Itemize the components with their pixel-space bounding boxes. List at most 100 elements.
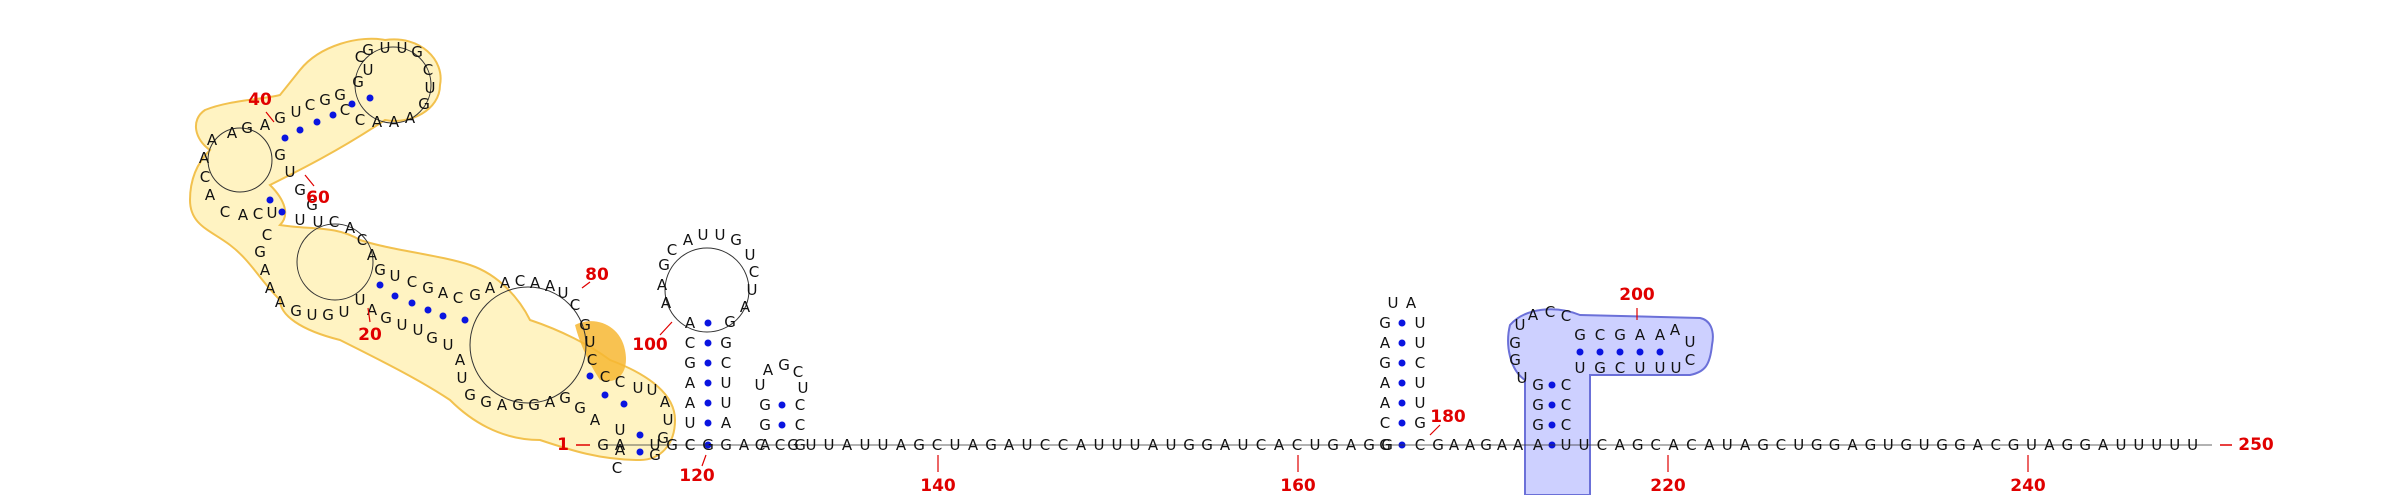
nt: G [1509,334,1521,352]
nt: U [558,284,569,302]
position-label-40: 40 [248,90,272,110]
nt: U [824,436,835,454]
nt: U [747,281,758,299]
nt: A [968,436,979,454]
nt: G [274,146,286,164]
nt: A [896,436,907,454]
position-label-160: 160 [1280,476,1316,495]
nt: U [1310,436,1321,454]
blue-domain-pairs [1548,348,1664,449]
nt: G [322,306,334,324]
nt: C [1685,351,1695,369]
nt: G [720,334,732,352]
position-label-200: 200 [1619,285,1655,305]
nt: G [574,399,586,417]
nt: G [290,302,302,320]
nt: G [658,256,670,274]
nt: C [453,289,463,307]
nt: C [570,296,580,314]
nt: U [2116,436,2127,454]
nt: A [1274,436,1285,454]
nt: C [755,436,765,454]
position-label-end: 250 [2238,435,2274,455]
nt: A [2044,436,2055,454]
nt: G [1829,436,1841,454]
nt: U [363,61,374,79]
nt: U [647,381,658,399]
nt: G [319,91,331,109]
nt: A [721,414,732,432]
nt: A [661,294,672,312]
nt: U [397,316,408,334]
nt: G [597,436,609,454]
nt: C [793,363,803,381]
nt: G [1379,354,1391,372]
hairpin-125-pairs [778,401,786,429]
nt: C [1597,436,1607,454]
nt: G [254,243,266,261]
nt: C [355,48,365,66]
nt: U [267,204,278,222]
nt: C [1595,326,1605,344]
nt: G [274,109,286,127]
nt: A [739,436,750,454]
nt: G [380,309,392,327]
nt: A [345,219,356,237]
nt: A [1346,436,1357,454]
nt: U [721,394,732,412]
nt: C [1650,436,1660,454]
nt: U [650,436,661,454]
hairpin-175-nucleotides: U A G A G A A C G U U C U U G C [1379,294,1426,454]
nt: A [227,124,238,142]
nt: C [685,436,695,454]
position-label-60: 60 [306,188,330,208]
position-label-100: 100 [632,335,668,355]
nt: C [305,96,315,114]
nt: A [260,261,271,279]
nt: A [1380,374,1391,392]
nt: C [1561,416,1571,434]
nt: U [1094,436,1105,454]
nt: U [878,436,889,454]
position-label-180: 180 [1430,407,1466,427]
nt: U [755,376,766,394]
nt: U [1655,359,1666,377]
nt: C [1615,359,1625,377]
nt: C [1380,414,1390,432]
nt: G [1327,436,1339,454]
nt: A [615,436,626,454]
nt: U [798,379,809,397]
nt: A [389,113,400,131]
stem-middle-pairs [376,281,644,456]
nt: C [329,213,339,231]
nt: U [1517,369,1528,387]
nt: G [1811,436,1823,454]
nt: G [759,396,771,414]
nt: U [698,226,709,244]
nt: A [372,113,383,131]
nt: C [253,205,263,223]
nt: C [1415,354,1425,372]
nt: A [842,436,853,454]
nt: A [590,411,601,429]
nt: U [397,39,408,57]
nt: U [339,303,350,321]
nt: C [615,373,625,391]
nt: G [1379,314,1391,332]
nt: G [1757,436,1769,454]
nt: G [1509,351,1521,369]
nt: U [715,226,726,244]
nt: A [1635,326,1646,344]
nt: C [932,436,942,454]
nt: G [1532,416,1544,434]
hairpin-100-pairs [704,319,712,449]
nt: G [1900,436,1912,454]
nt: C [355,111,365,129]
nt: U [663,411,674,429]
nt: G [480,393,492,411]
nt: A [1973,436,1984,454]
nt: G [512,396,524,414]
nt: U [1022,436,1033,454]
nt: G [559,389,571,407]
